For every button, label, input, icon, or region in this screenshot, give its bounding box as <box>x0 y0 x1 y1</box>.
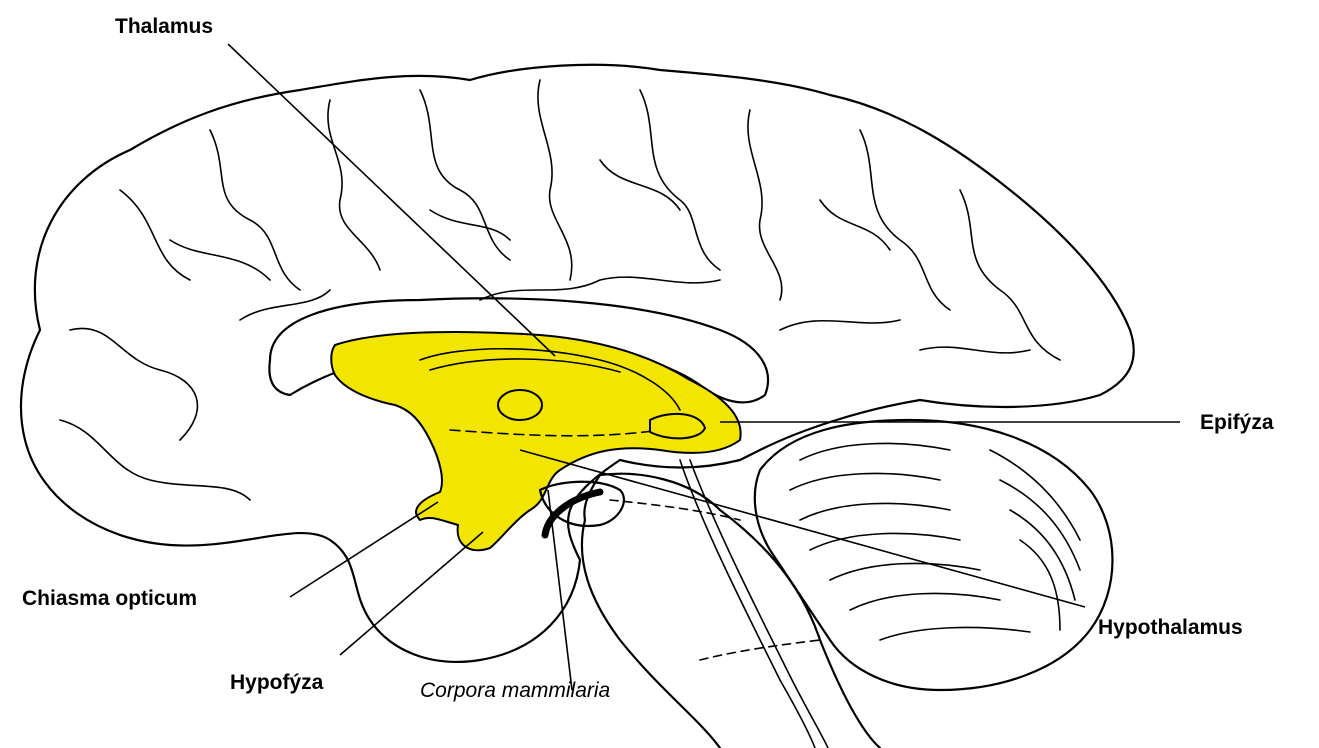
label-epifyza: Epifýza <box>1200 412 1274 433</box>
label-corpora-mammilaria: Corpora mammilaria <box>420 680 610 701</box>
cerebellum-folia <box>790 443 1080 640</box>
label-hypofyza: Hypofýza <box>230 672 323 693</box>
label-chiasma-opticum: Chiasma opticum <box>22 588 197 609</box>
diencephalon-highlight <box>331 332 740 550</box>
massa-intermedia <box>498 390 542 420</box>
label-hypothalamus: Hypothalamus <box>1098 617 1243 638</box>
brainstem <box>582 474 880 748</box>
label-thalamus: Thalamus <box>115 16 213 37</box>
cerebellum-outline <box>755 420 1113 690</box>
pineal-body <box>650 414 705 439</box>
